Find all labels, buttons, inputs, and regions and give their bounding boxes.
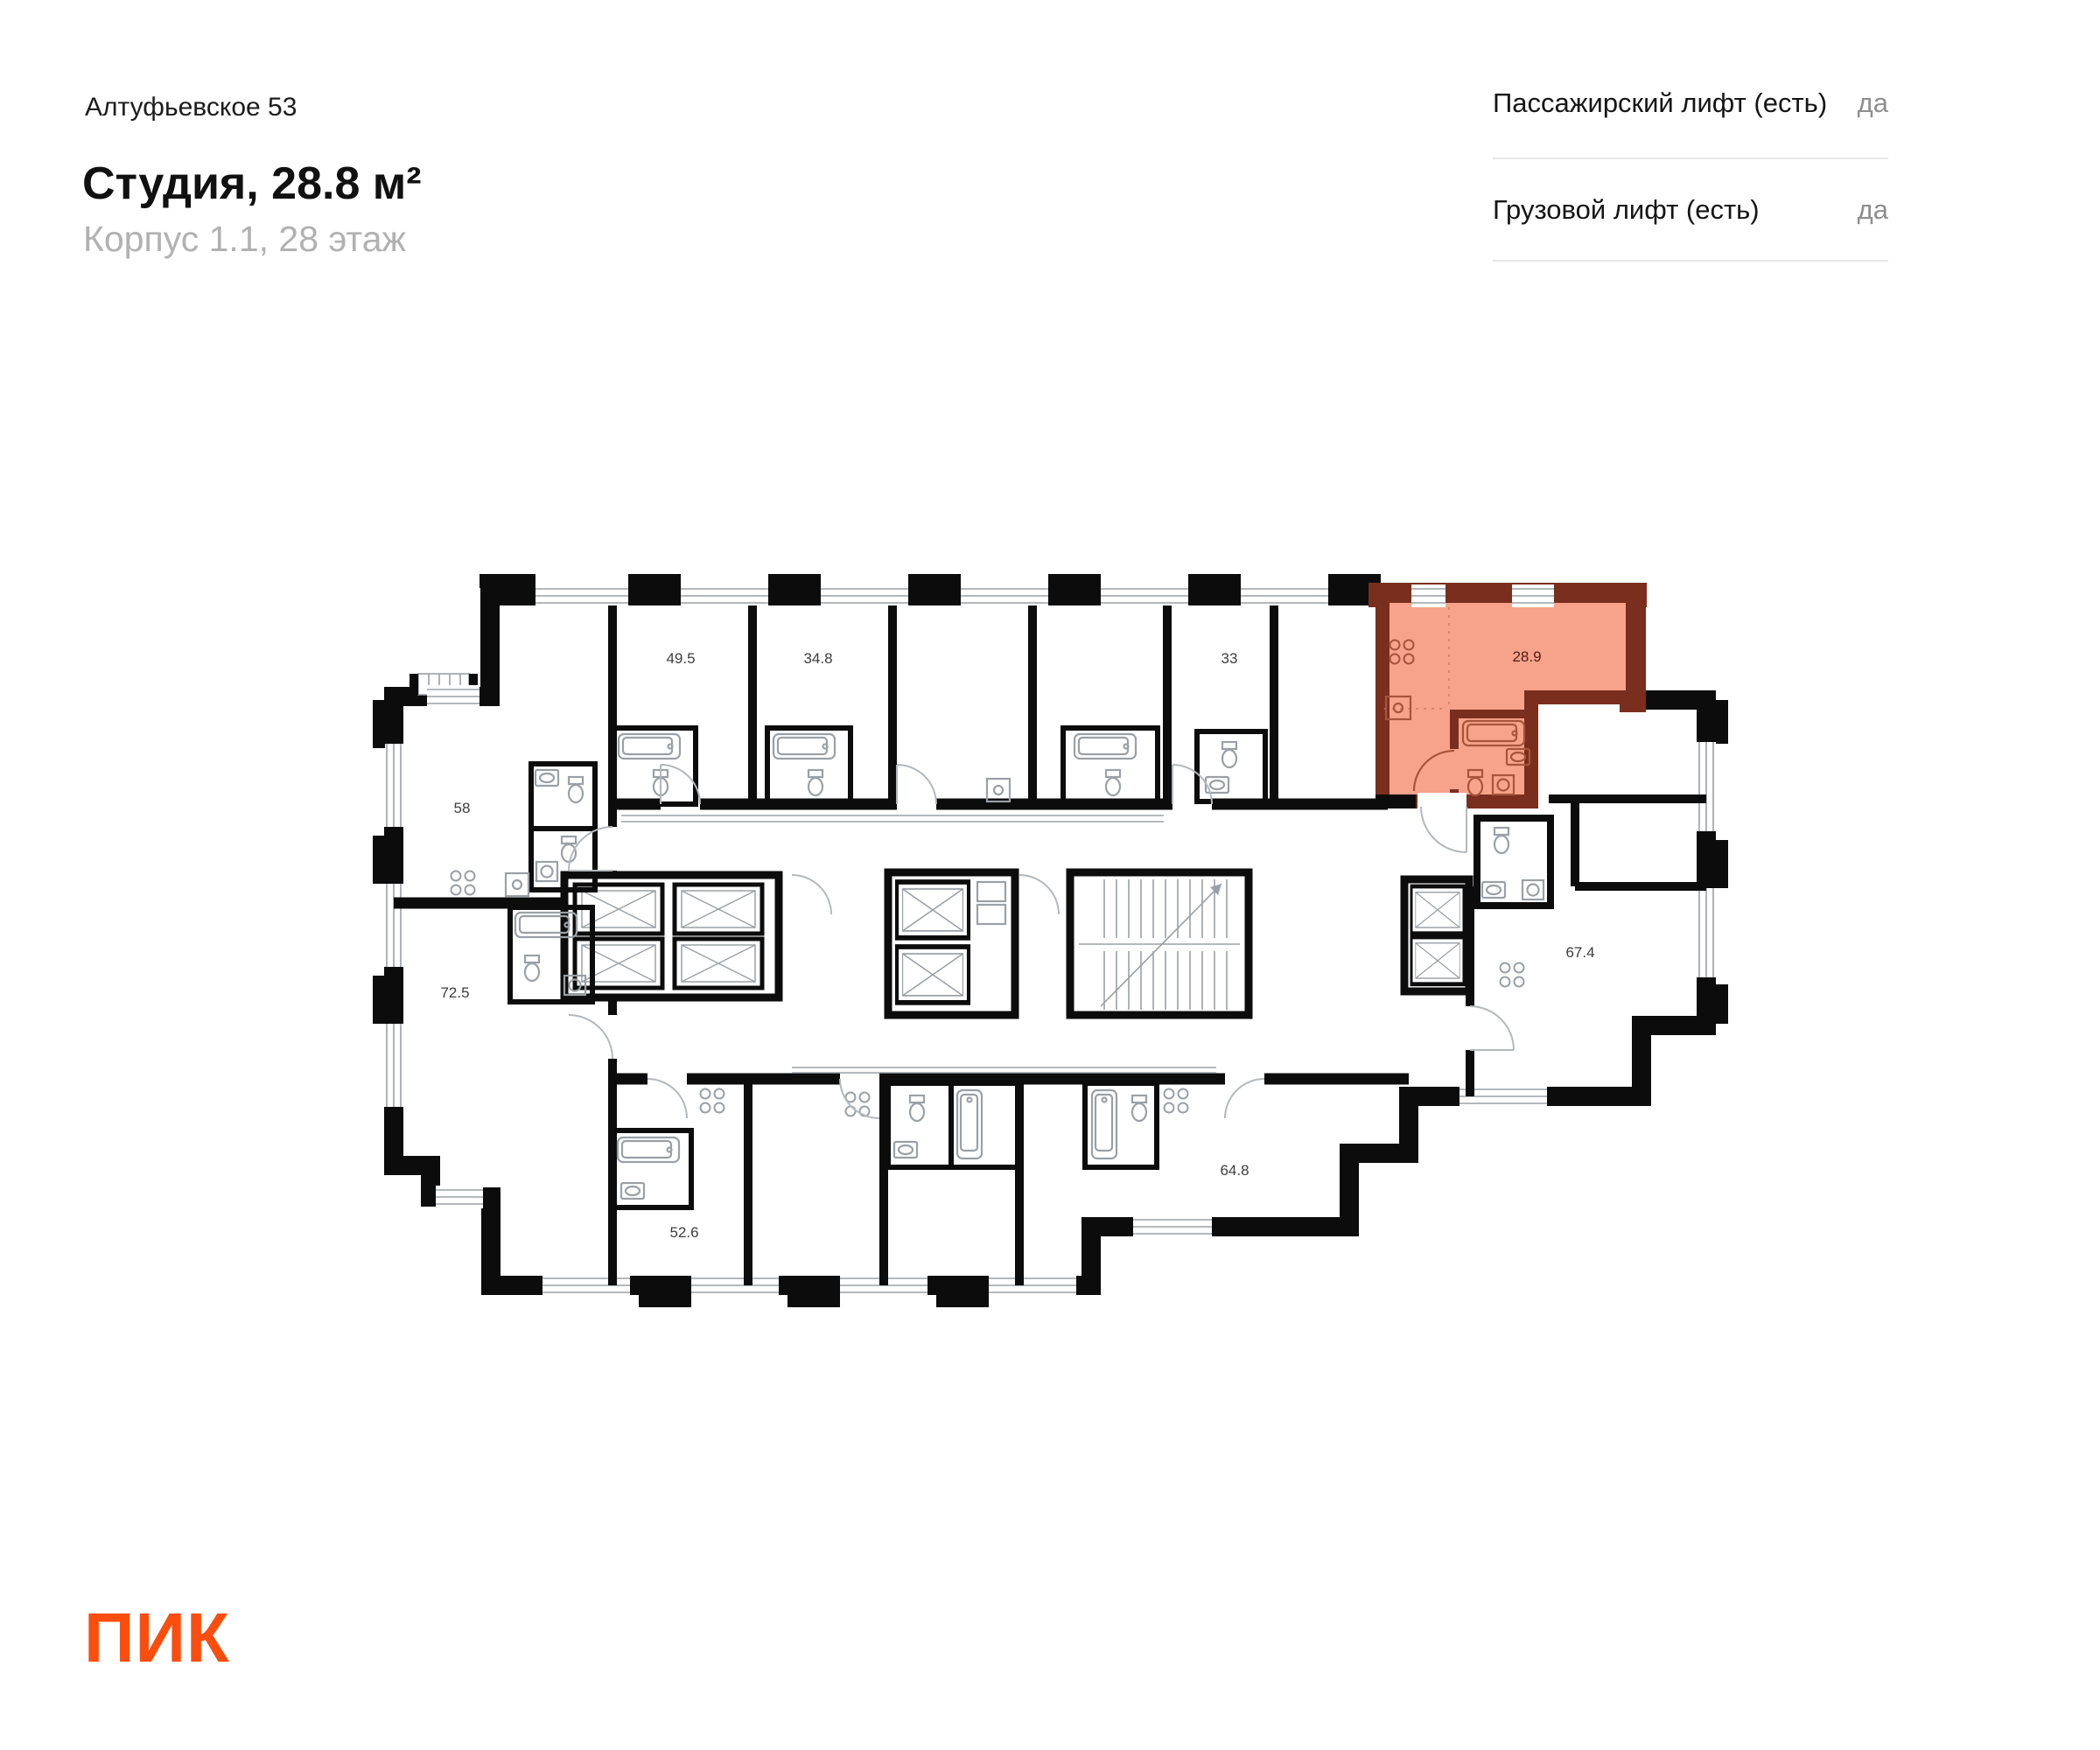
unit-area-label: 67.4 — [1565, 944, 1594, 961]
window — [1101, 584, 1188, 607]
unit-area-label: 34.8 — [803, 650, 832, 667]
bathroom — [1474, 815, 1554, 909]
window — [1695, 742, 1718, 831]
sink-icon — [1384, 695, 1412, 721]
window — [427, 685, 480, 708]
window — [989, 1274, 1076, 1297]
window — [382, 744, 405, 827]
elevator-shaft-icon — [1411, 937, 1464, 984]
facade-piers — [373, 574, 1728, 1307]
window — [1411, 584, 1446, 607]
passenger-lift-label: Пассажирский лифт (есть) — [1493, 88, 1828, 118]
elevator-shaft-icon — [1411, 886, 1464, 934]
unit-area-label: 64.8 — [1220, 1162, 1249, 1179]
bathroom — [948, 1081, 1020, 1170]
bathroom — [1412, 710, 1534, 806]
highlighted-unit[interactable] — [1368, 583, 1647, 853]
cargo-lift-value: да — [1857, 194, 1888, 225]
elevator-shaft-icon — [575, 939, 662, 988]
window — [1133, 1215, 1212, 1238]
sink-icon — [504, 872, 530, 898]
bathroom — [1082, 1081, 1159, 1170]
page-title: Студия, 28.8 м² — [82, 158, 422, 209]
unit-area-labels: 58 72.5 49.5 34.8 33 52.6 64.8 67.4 28.9 — [440, 648, 1594, 1241]
window — [821, 584, 908, 607]
window — [382, 1024, 405, 1107]
bathroom — [610, 1128, 694, 1210]
bathroom — [610, 725, 698, 807]
bathrooms — [508, 725, 1554, 1210]
lift-info-panel: Пассажирский лифт (есть) да Грузовой лиф… — [1493, 0, 1888, 280]
window — [1695, 888, 1718, 977]
bathroom — [508, 905, 595, 1004]
window — [1512, 584, 1554, 607]
cargo-lift-label: Грузовой лифт (есть) — [1493, 194, 1760, 225]
unit-area-label: 49.5 — [666, 650, 695, 667]
bathroom — [1060, 725, 1160, 807]
window — [436, 1186, 483, 1208]
elevator-shaft-icon — [897, 947, 969, 1003]
doors — [568, 764, 1515, 1119]
kitchens — [450, 777, 1525, 1117]
elevator-shaft-icon — [675, 939, 762, 988]
unit-area-label: 52.6 — [669, 1224, 698, 1241]
highlighted-unit-area-label: 28.9 — [1512, 648, 1541, 665]
unit-area-label: 33 — [1222, 650, 1238, 667]
windows — [382, 584, 1718, 1297]
window — [691, 1274, 779, 1297]
sink-icon — [985, 777, 1012, 803]
pik-logo[interactable]: ПИК — [84, 1599, 230, 1676]
window — [382, 884, 405, 967]
bathroom — [765, 725, 853, 807]
window — [681, 584, 768, 607]
bathroom — [1194, 729, 1268, 804]
page-subtitle: Корпус 1.1, 28 этаж — [83, 219, 406, 259]
project-name: Алтуфьевское 53 — [85, 93, 298, 122]
window — [536, 584, 628, 607]
window — [961, 584, 1048, 607]
passenger-lift-value: да — [1857, 88, 1888, 118]
divider — [1493, 260, 1888, 262]
bathroom — [528, 826, 598, 892]
unit-area-label: 72.5 — [440, 984, 469, 1001]
elevator-shaft-icon — [675, 885, 762, 934]
divider — [1493, 158, 1888, 159]
elevator-core — [560, 868, 1474, 1019]
unit-area-label: 58 — [454, 800, 471, 816]
elevator-shaft-icon — [897, 882, 969, 938]
stairs-icon — [1066, 868, 1253, 1019]
window — [1241, 584, 1328, 607]
